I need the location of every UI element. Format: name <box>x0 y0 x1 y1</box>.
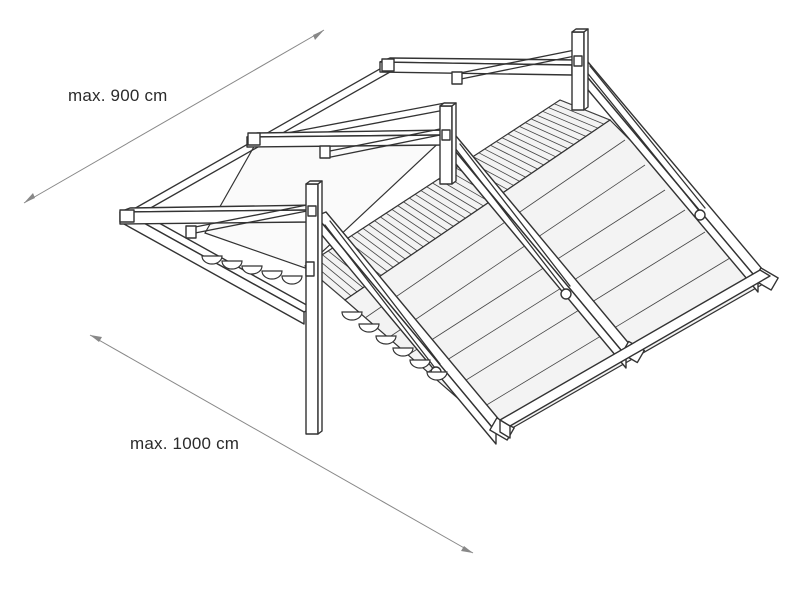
post-middle <box>439 102 457 185</box>
left-valance <box>201 255 303 285</box>
depth-dimension-line <box>23 29 325 204</box>
front-valance <box>341 311 448 381</box>
joint-brackets <box>185 55 583 277</box>
top-rods <box>189 49 576 235</box>
post-back <box>571 28 589 111</box>
depth-dimension-label: max. 900 cm <box>68 86 168 105</box>
front-cross-bar <box>499 269 771 439</box>
width-dimension-label: max. 1000 cm <box>130 434 240 453</box>
post-front <box>305 180 323 435</box>
width-dimension-line <box>89 334 474 554</box>
